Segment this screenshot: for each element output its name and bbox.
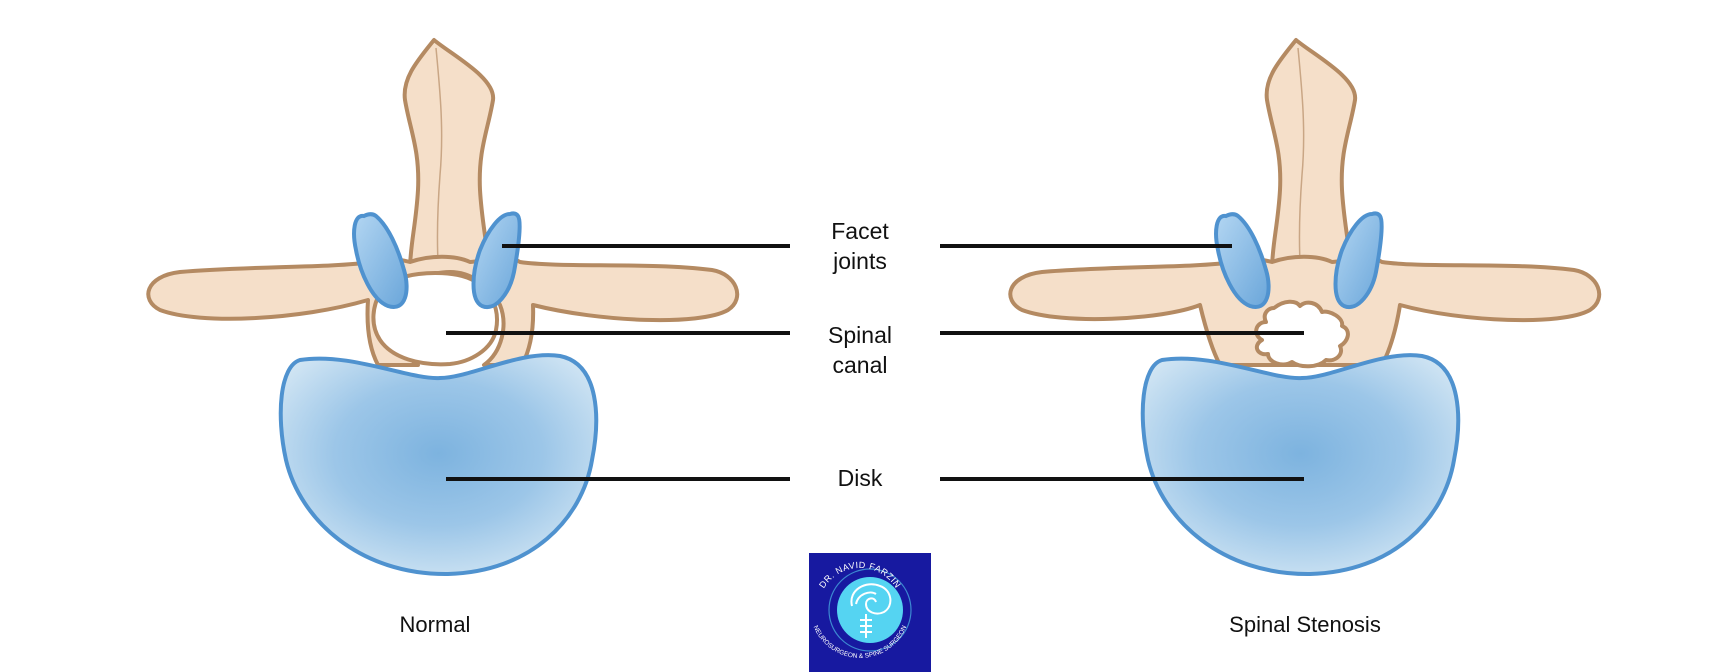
spine-brain-icon [850, 583, 892, 638]
spinous-process-right [1264, 38, 1358, 272]
label-facet-joints: Facet joints [790, 216, 930, 276]
caption-normal: Normal [399, 612, 471, 637]
facet-joint-right-2 [1333, 211, 1384, 310]
label-canal-line2: canal [832, 352, 888, 378]
logo: DR. NAVID FARZIN NEUROSURGEON & SPINE SU… [809, 553, 931, 672]
label-canal-line1: Spinal [828, 322, 892, 348]
stenosis-vertebra [1008, 38, 1602, 577]
normal-vertebra [146, 38, 740, 577]
vertebral-arch [146, 254, 740, 367]
disk-stenosis [1140, 353, 1461, 577]
disk-normal [278, 353, 599, 577]
facet-joint-left-2 [471, 211, 522, 310]
leader-lines [446, 244, 1304, 481]
label-facet-line1: Facet [831, 218, 889, 244]
caption-spinal-stenosis: Spinal Stenosis [1229, 612, 1381, 637]
label-spinal-canal: Spinal canal [790, 320, 930, 380]
facet-joint-left-1 [352, 212, 409, 309]
spinous-process [402, 38, 496, 272]
label-disk: Disk [837, 465, 883, 491]
label-facet-line2: joints [833, 248, 887, 274]
